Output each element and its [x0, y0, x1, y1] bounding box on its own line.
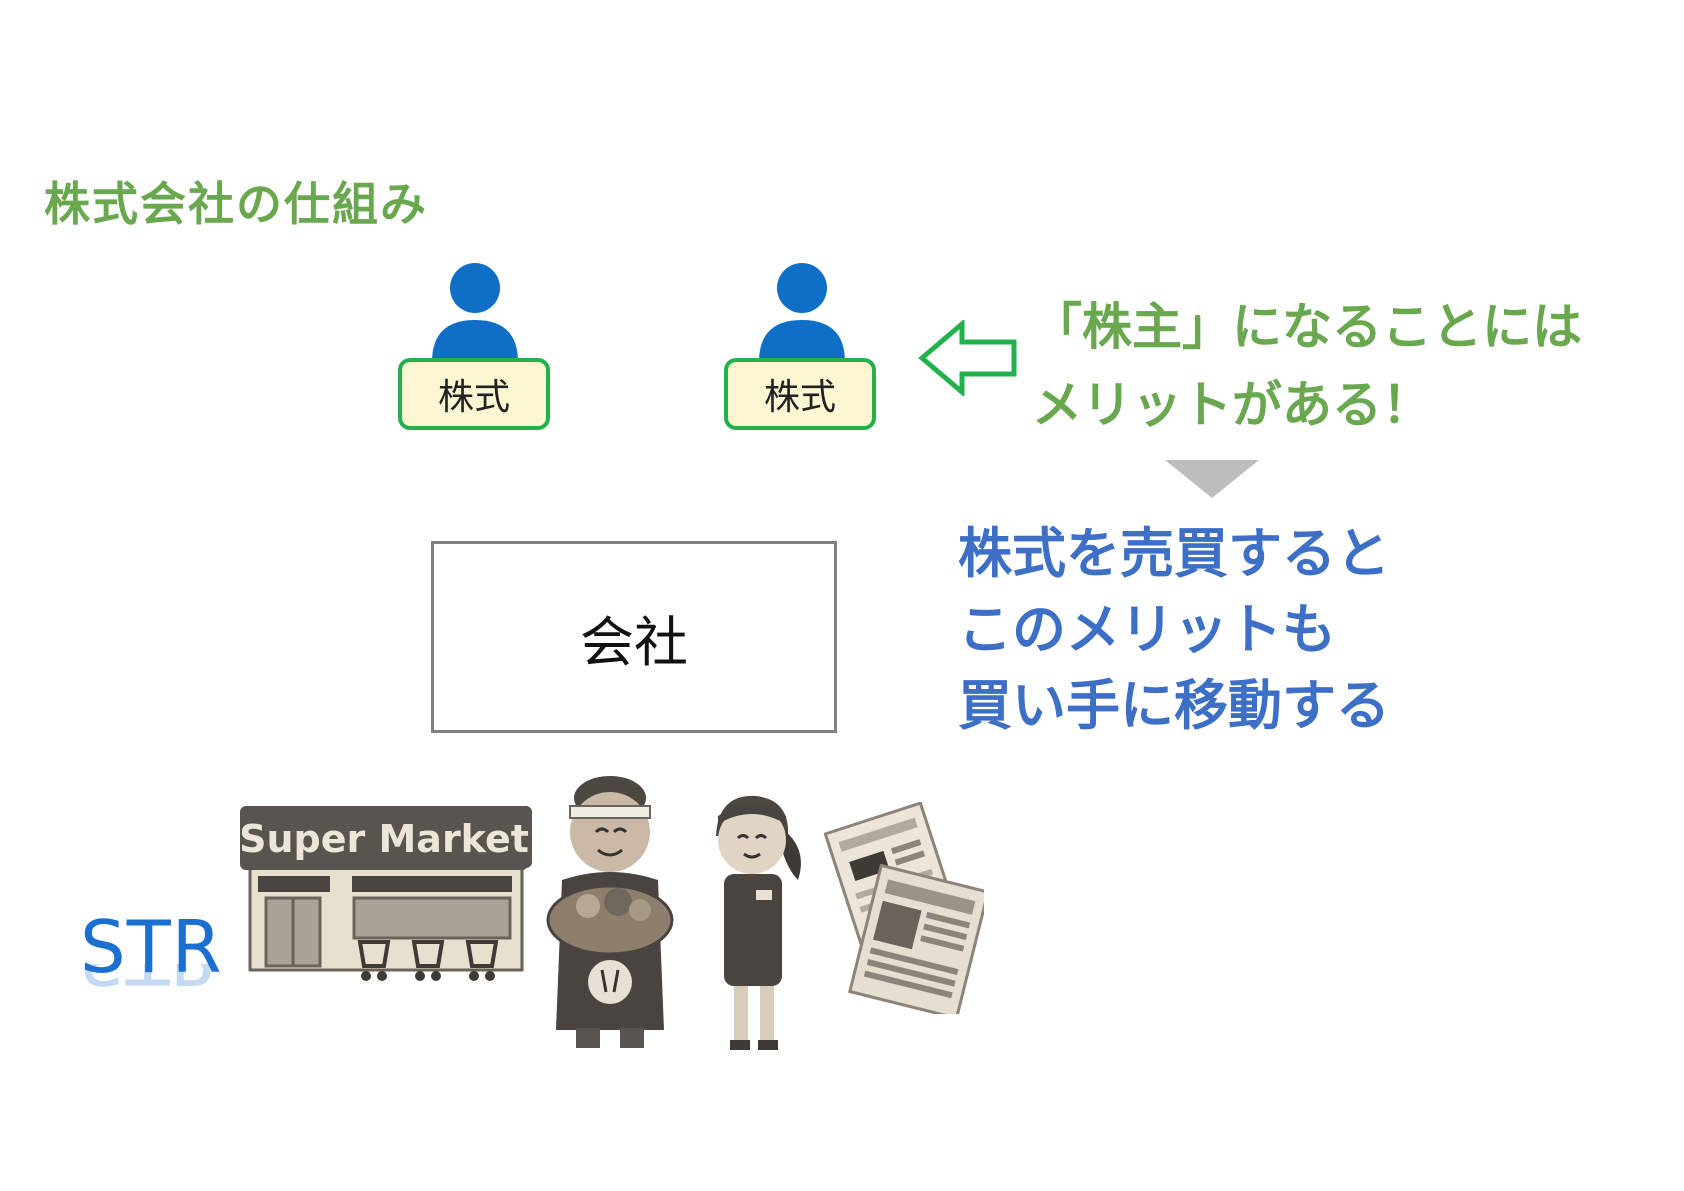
person-icon [432, 263, 518, 362]
str-label: STR [80, 905, 223, 989]
transfer-line-2: このメリットも [958, 598, 1336, 661]
merit-line-1: 「株主」になることには [1032, 298, 1582, 356]
transfer-line-3: 買い手に移動する [958, 674, 1390, 737]
company-box: 会社 [431, 541, 837, 733]
merit-line-2: メリットがある！ [1032, 376, 1432, 434]
arrow-left-icon [918, 320, 1017, 396]
newspaper-illustration [824, 802, 984, 1014]
transfer-line-1: 株式を売買すると [958, 522, 1390, 585]
stock-label: 株式 [437, 377, 510, 418]
stock-certificate: 株式 [398, 358, 550, 430]
page-title: 株式会社の仕組み [44, 177, 428, 231]
stock-certificate: 株式 [724, 358, 876, 430]
stock-label: 株式 [763, 377, 836, 418]
person-icon [759, 263, 845, 362]
market-sign: Super Market [239, 808, 529, 870]
company-label: 会社 [580, 610, 688, 674]
merit-text: 「株主」になることには メリットがある！ [1032, 288, 1582, 444]
clerk-illustration [716, 795, 801, 1050]
transfer-text: 株式を売買すると このメリットも 買い手に移動する [958, 516, 1390, 744]
str-reflection: STR [80, 964, 220, 1000]
triangle-down-icon [1165, 460, 1259, 498]
grocer-illustration [546, 776, 674, 1048]
